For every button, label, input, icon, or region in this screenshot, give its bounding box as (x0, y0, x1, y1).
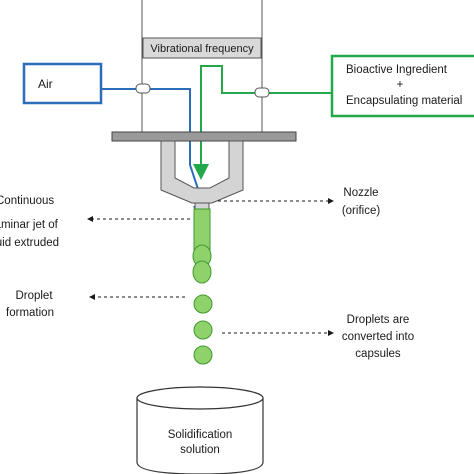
feed-label-line3: Encapsulating material (346, 95, 462, 107)
feed-label-line1: Bioactive Ingredient (346, 64, 448, 76)
droplet-label: Droplet formation (6, 290, 54, 319)
nozzle-label: Nozzle (orifice) (342, 187, 381, 217)
air-label: Air (38, 77, 53, 91)
jet-label-line3: fluid extruded (0, 237, 59, 249)
droplet-label-line2: formation (6, 307, 54, 319)
nozzle-label-line2: (orifice) (342, 205, 381, 217)
leader-lines (87, 198, 334, 336)
vibration-label: Vibrational frequency (150, 43, 254, 55)
droplet (193, 294, 213, 314)
nozzle (160, 140, 244, 210)
air-box: Air (22, 62, 103, 105)
jet-label: Continuous laminar jet of fluid extruded (0, 195, 59, 249)
capsule-label-line1: Droplets are (347, 314, 410, 326)
laminar-jet (192, 208, 212, 284)
droplet-label-line1: Droplet (15, 290, 53, 302)
capsule-label: Droplets are converted into capsules (342, 314, 414, 360)
mounting-plate (111, 131, 297, 142)
feed-label-line2: + (397, 79, 404, 91)
vibrator-housing (141, 0, 263, 132)
feed-valve (254, 87, 270, 98)
bath-label-line2: solution (180, 444, 220, 456)
jet-label-line1: Continuous (0, 195, 54, 207)
jet-breakup-2 (192, 260, 212, 284)
feed-line (193, 65, 332, 180)
droplet (193, 345, 213, 365)
feed-box: Bioactive Ingredient + Encapsulating mat… (330, 54, 474, 118)
droplet (193, 320, 213, 340)
air-valve (135, 83, 151, 94)
jet-label-line2: laminar jet of (0, 219, 59, 231)
vibration-box: Vibrational frequency (142, 37, 262, 59)
capsule-label-line2: converted into (342, 331, 414, 343)
capsule-label-line3: capsules (355, 348, 401, 360)
solidification-bath: Solidification solution (136, 386, 264, 474)
bath-label-line1: Solidification (168, 429, 233, 441)
nozzle-label-line1: Nozzle (343, 187, 378, 199)
